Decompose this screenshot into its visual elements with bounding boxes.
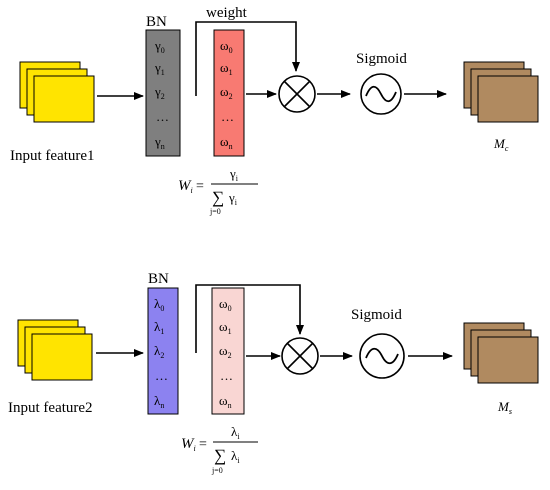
weight-omega-values: ω0 ω1 ω2 … ωn [220, 38, 234, 151]
bn-item: λ2 [154, 343, 164, 360]
bn-lambda-column [147, 287, 179, 415]
weight-item: ωn [219, 393, 232, 410]
weight-item: ω1 [219, 319, 232, 336]
weight-label: weight [206, 5, 248, 21]
input-feature1-label: Input feature1 [10, 148, 95, 164]
weight-path-arrow [195, 21, 300, 96]
svg-text:∑: ∑ [212, 188, 224, 207]
sigmoid-wave-icon [360, 73, 402, 115]
svg-text:∑: ∑ [214, 446, 226, 465]
bn-label: BN [148, 271, 169, 287]
bn-gamma-column [145, 29, 181, 157]
top-branch: Input feature1 BN γ0 γ1 γ2 … γn weight ω… [10, 5, 539, 216]
output-ms-stack [463, 322, 539, 384]
weight-item: ω1 [220, 60, 233, 77]
bn-label: BN [146, 14, 167, 30]
weight-omega-values: ω0 ω1 ω2 … ωn [219, 296, 233, 410]
input-feature2-stack [17, 319, 93, 381]
bn-item: γ0 [154, 38, 165, 55]
bn-item: λ0 [154, 296, 164, 313]
svg-text:=: = [199, 437, 207, 452]
weight-item: ω0 [219, 296, 232, 313]
input-feature2-label: Input feature2 [8, 400, 93, 416]
svg-text:λi: λi [231, 424, 240, 441]
weight-item: … [221, 109, 234, 124]
svg-text:j=0: j=0 [209, 207, 221, 216]
bn-item: … [155, 368, 168, 383]
bn-item: … [156, 109, 169, 124]
output-mc-label: Mc [493, 136, 509, 153]
svg-text:Wi: Wi [178, 178, 193, 195]
multiply-icon [281, 337, 319, 375]
weight-item: ω0 [220, 38, 233, 55]
weight-item: ω2 [219, 343, 232, 360]
bn-item: γn [154, 134, 165, 151]
weight-item: ω2 [220, 84, 233, 101]
input-feature1-stack [19, 61, 95, 123]
sigmoid-label: Sigmoid [356, 51, 407, 67]
svg-text:λi: λi [231, 448, 240, 465]
svg-text:γi: γi [228, 190, 238, 207]
bn-gamma-values: γ0 γ1 γ2 … γn [154, 38, 169, 151]
weight-path-arrow [195, 284, 304, 353]
output-ms-label: Ms [497, 399, 512, 416]
formula-gamma: Wi = γi ∑ γi j=0 [178, 166, 258, 216]
sigmoid-wave-icon [359, 333, 405, 379]
weight-item: ωn [220, 134, 233, 151]
bn-item: λ1 [154, 319, 164, 336]
bn-item: λn [154, 393, 164, 410]
output-mc-stack [463, 61, 539, 123]
bn-item: γ2 [154, 84, 165, 101]
formula-lambda: Wi = λi ∑ λi j=0 [181, 424, 258, 475]
bottom-branch: Input feature2 BN λ0 λ1 λ2 … λn ω0 ω1 ω2… [8, 271, 539, 475]
sigmoid-label: Sigmoid [351, 307, 402, 323]
multiply-icon [278, 75, 316, 113]
svg-text:γi: γi [229, 166, 239, 183]
bn-item: γ1 [154, 60, 165, 77]
svg-text:j=0: j=0 [211, 466, 223, 475]
bn-lambda-values: λ0 λ1 λ2 … λn [154, 296, 168, 410]
svg-text:=: = [196, 179, 204, 194]
weight-omega-column [211, 287, 245, 415]
svg-text:Wi: Wi [181, 436, 196, 453]
weight-item: … [220, 368, 233, 383]
weight-omega-column [213, 29, 245, 157]
